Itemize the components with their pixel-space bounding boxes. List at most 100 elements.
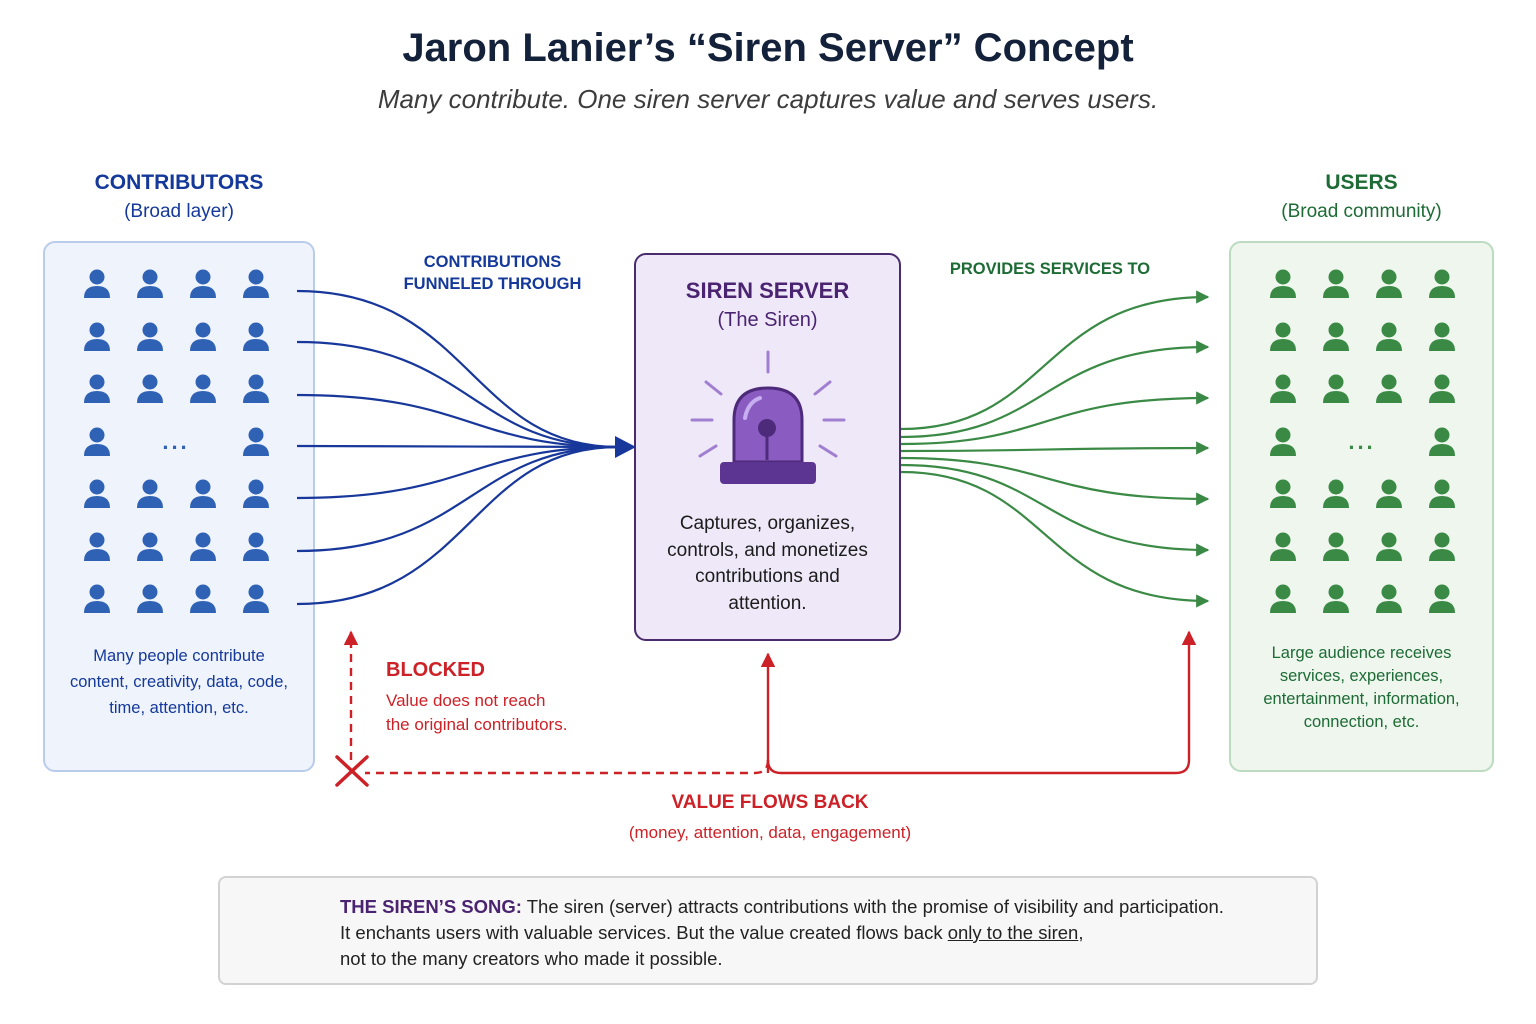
siren-song-line: , xyxy=(1078,922,1084,943)
person-icon xyxy=(229,521,282,574)
siren-server-description-line: controls, and monetizes xyxy=(667,539,868,561)
person-icon xyxy=(1415,363,1468,416)
service-flow-line xyxy=(900,470,1210,608)
person-icon xyxy=(176,468,229,521)
person-icon xyxy=(229,258,282,311)
person-icon xyxy=(1309,258,1362,311)
person-icon xyxy=(123,363,176,416)
person-icon xyxy=(70,416,123,469)
provides-services-label: PROVIDES SERVICES TO xyxy=(949,260,1151,278)
person-icon xyxy=(1415,416,1468,469)
arrow-icon xyxy=(615,436,636,458)
person-icon xyxy=(70,573,123,626)
blocked-x-icon xyxy=(335,755,369,787)
person-icon xyxy=(1415,311,1468,364)
service-flow-line xyxy=(900,391,1210,446)
person-icon xyxy=(1256,311,1309,364)
siren-server-description: Captures, organizes, controls, and monet… xyxy=(650,511,885,617)
person-icon xyxy=(1309,521,1362,574)
siren-server-title: SIREN SERVER xyxy=(685,278,850,303)
person-icon xyxy=(229,468,282,521)
contribution-flow-line xyxy=(296,445,619,606)
contribution-flow-line xyxy=(296,340,619,449)
person-icon xyxy=(123,573,176,626)
person-icon xyxy=(1256,258,1309,311)
contributors-grid: ... xyxy=(70,258,282,626)
person-icon xyxy=(1415,468,1468,521)
value-flow-lines xyxy=(343,630,1197,775)
person-icon xyxy=(1362,521,1415,574)
siren-server-description-line: Captures, organizes, xyxy=(679,513,856,534)
contribution-flows xyxy=(296,289,619,606)
service-flow-line xyxy=(900,340,1210,439)
person-icon xyxy=(70,521,123,574)
service-flow-line xyxy=(900,441,1210,455)
siren-song-label: THE SIREN’S SONG: xyxy=(340,896,522,917)
person-icon xyxy=(1309,468,1362,521)
person-icon xyxy=(1415,573,1468,626)
person-icon xyxy=(1256,521,1309,574)
person-icon xyxy=(229,573,282,626)
person-icon xyxy=(123,521,176,574)
person-icon xyxy=(176,363,229,416)
person-icon xyxy=(1362,311,1415,364)
person-icon xyxy=(1415,258,1468,311)
siren-song-box xyxy=(218,876,1318,985)
service-flow-line xyxy=(900,456,1210,506)
person-icon xyxy=(1256,573,1309,626)
users-description-line: Large audience receives xyxy=(1271,644,1452,662)
siren-song-line: It enchants users with valuable services… xyxy=(340,922,948,943)
contributions-label: CONTRIBUTIONS FUNNELED THROUGH xyxy=(390,251,595,295)
person-icon xyxy=(1362,258,1415,311)
value-flows-subtitle: (money, attention, data, engagement) xyxy=(628,823,912,842)
blocked-heading: BLOCKED xyxy=(386,659,485,681)
value-return-line xyxy=(766,630,1197,775)
contribution-flow-line xyxy=(296,445,619,500)
users-grid: ... xyxy=(1256,258,1468,626)
blocked-description-line: Value does not reach xyxy=(386,691,546,710)
siren-server-subtitle: (The Siren) xyxy=(717,309,818,331)
service-flow-line xyxy=(900,463,1210,557)
person-icon xyxy=(176,521,229,574)
person-icon xyxy=(1256,468,1309,521)
siren-server-description-line: attention. xyxy=(728,592,807,614)
contributors-description-line: content, creativity, data, code, xyxy=(70,673,288,691)
blocked-description: Value does not reach the original contri… xyxy=(386,689,567,737)
person-icon xyxy=(1415,521,1468,574)
service-flows xyxy=(900,290,1210,608)
siren-song-line: The siren (server) attracts contribution… xyxy=(521,896,1224,917)
person-icon xyxy=(1362,468,1415,521)
users-heading: USERS xyxy=(1325,171,1398,194)
ellipsis: ... xyxy=(162,428,190,454)
contribution-flow-line xyxy=(296,289,619,449)
person-icon xyxy=(123,258,176,311)
person-icon xyxy=(123,311,176,364)
contributors-description: Many people contribute content, creativi… xyxy=(43,643,315,721)
siren-song-line: not to the many creators who made it pos… xyxy=(340,948,723,969)
contributors-heading: CONTRIBUTORS xyxy=(94,171,264,194)
person-icon xyxy=(229,363,282,416)
person-icon xyxy=(1362,573,1415,626)
person-icon xyxy=(70,258,123,311)
users-description-line: services, experiences, xyxy=(1279,667,1444,685)
person-icon xyxy=(70,363,123,416)
service-flow-line xyxy=(900,290,1210,431)
siren-server-description-line: contributions and xyxy=(695,566,840,587)
person-icon xyxy=(176,573,229,626)
siren-song-text: THE SIREN’S SONG: The siren (server) att… xyxy=(340,894,1310,972)
contribution-flow-line xyxy=(296,445,619,553)
users-description: Large audience receives services, experi… xyxy=(1229,642,1494,734)
value-flows-heading: VALUE FLOWS BACK xyxy=(671,792,869,813)
users-description-line: entertainment, information, xyxy=(1263,690,1460,708)
person-icon xyxy=(1309,573,1362,626)
person-icon xyxy=(1362,363,1415,416)
person-icon xyxy=(176,258,229,311)
person-icon xyxy=(1309,311,1362,364)
person-icon xyxy=(1256,416,1309,469)
person-icon xyxy=(1256,363,1309,416)
siren-icon xyxy=(690,350,846,484)
contribution-flow-line xyxy=(296,444,619,449)
ellipsis: ... xyxy=(1348,428,1376,454)
contributors-subheading: (Broad layer) xyxy=(124,201,234,222)
